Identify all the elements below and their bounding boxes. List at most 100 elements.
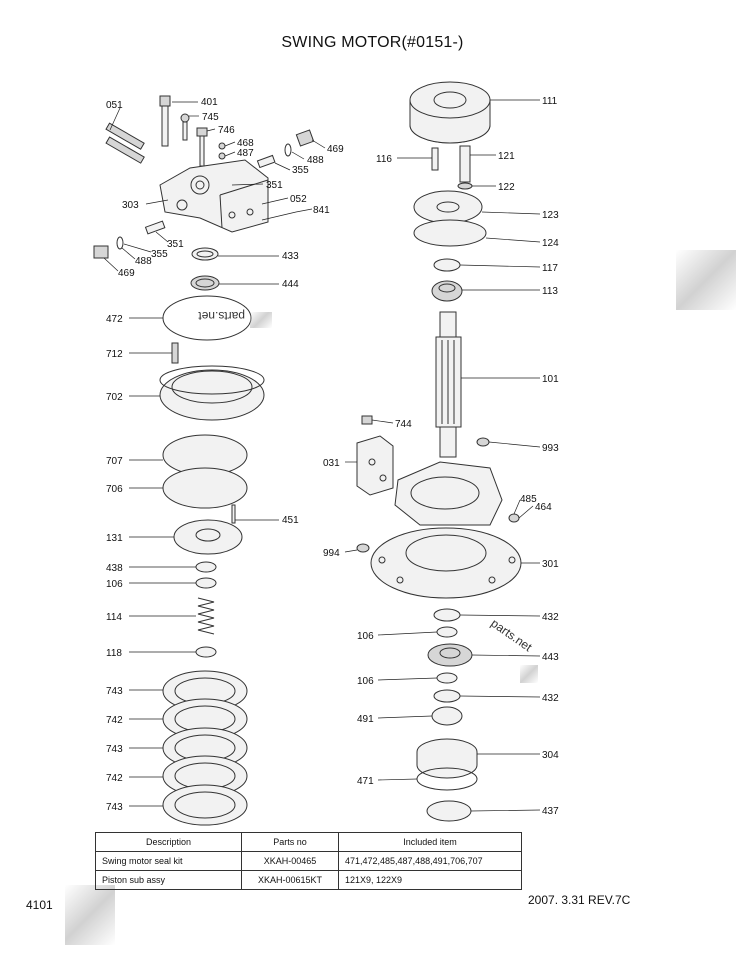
callout-117: 117: [542, 263, 558, 274]
callout-742-a: 742: [106, 715, 123, 726]
callout-707: 707: [106, 456, 123, 467]
valve-body-assembly: [93, 95, 315, 259]
callout-401: 401: [201, 97, 218, 108]
callout-301: 301: [542, 559, 559, 570]
leader-lines: [103, 99, 541, 812]
callout-468: 468: [237, 138, 254, 149]
friction-plates: [162, 670, 248, 826]
callout-993: 993: [542, 443, 559, 454]
callout-433: 433: [282, 251, 299, 262]
drive-shaft-101: [435, 311, 462, 458]
callout-106-c: 106: [357, 676, 374, 687]
watermark-blur-3: [65, 885, 115, 945]
valve-plate-131: [173, 504, 243, 555]
callout-745: 745: [202, 112, 219, 123]
cell-included-item: 121X9, 122X9: [338, 870, 522, 890]
callout-469-bottom: 469: [118, 268, 135, 279]
cell-description: Piston sub assy: [95, 870, 242, 890]
callout-746: 746: [218, 125, 235, 136]
cylinder-block-111: [409, 81, 491, 144]
callout-051: 051: [106, 100, 123, 111]
callout-743-b: 743: [106, 744, 123, 755]
cover-304-and-ring: [416, 738, 478, 822]
callout-355-bottom: 355: [151, 249, 168, 260]
parts-kit-table: Description Parts no Included item Swing…: [95, 832, 522, 890]
plates-123-124: [413, 190, 487, 247]
callout-052: 052: [290, 194, 307, 205]
table-row: Swing motor seal kit XKAH-00465 471,472,…: [95, 851, 522, 871]
callout-841: 841: [313, 205, 330, 216]
callout-031: 031: [323, 458, 340, 469]
watermark-blur-4: [520, 665, 538, 683]
callout-106-a: 106: [106, 579, 123, 590]
valve-block-031: [356, 415, 394, 496]
callout-432-b: 432: [542, 693, 559, 704]
watermark-text-1: parts.net: [198, 309, 245, 323]
callout-712: 712: [106, 349, 123, 360]
callout-351-top: 351: [266, 180, 283, 191]
callout-116: 116: [376, 154, 392, 165]
callout-485: 485: [520, 494, 537, 505]
revision-date: 2007. 3.31 REV.7C: [528, 893, 631, 907]
callout-355-top: 355: [292, 165, 309, 176]
callout-122: 122: [498, 182, 515, 193]
housing-301: [356, 437, 522, 599]
header-included-item: Included item: [338, 832, 522, 852]
callout-118: 118: [106, 648, 122, 659]
brake-piston-and-spring: [159, 342, 265, 509]
callout-438: 438: [106, 563, 123, 574]
callout-743-a: 743: [106, 686, 123, 697]
callout-472: 472: [106, 314, 123, 325]
callout-437: 437: [542, 806, 559, 817]
table-header-row: Description Parts no Included item: [95, 832, 522, 852]
callout-114: 114: [106, 612, 122, 623]
callout-444: 444: [282, 279, 299, 290]
callout-702: 702: [106, 392, 123, 403]
callout-106-b: 106: [357, 631, 374, 642]
callout-432-a: 432: [542, 612, 559, 623]
callout-471: 471: [357, 776, 374, 787]
callout-488-top: 488: [307, 155, 324, 166]
callout-113: 113: [542, 286, 558, 297]
pistons-116-121-122: [431, 145, 473, 190]
spring-stack: [195, 561, 217, 658]
callout-labels: 051 401 745 746 468 487 469 488 355 351 …: [106, 96, 559, 817]
watermark-blur-1: [250, 312, 272, 328]
callout-443: 443: [542, 652, 559, 663]
watermark-text-2: parts.net: [488, 616, 535, 655]
cell-parts-no: XKAH-00465: [241, 851, 339, 871]
callout-706: 706: [106, 484, 123, 495]
page-number: 4101: [26, 898, 53, 912]
cell-description: Swing motor seal kit: [95, 851, 242, 871]
callout-111: 111: [542, 96, 558, 107]
seal-rings-left: [162, 247, 252, 341]
callout-303: 303: [122, 200, 139, 211]
cell-included-item: 471,472,485,487,488,491,706,707: [338, 851, 522, 871]
table-row: Piston sub assy XKAH-00615KT 121X9, 122X…: [95, 870, 522, 890]
callout-131: 131: [106, 533, 123, 544]
cell-parts-no: XKAH-00615KT: [241, 870, 339, 890]
callout-742-b: 742: [106, 773, 123, 784]
callout-451: 451: [282, 515, 299, 526]
callout-488-bottom: 488: [135, 256, 152, 267]
header-description: Description: [95, 832, 242, 852]
watermark-blur-2: [676, 250, 736, 310]
bearing-117-113: [431, 258, 463, 302]
callout-101: 101: [542, 374, 559, 385]
callout-124: 124: [542, 238, 559, 249]
callout-123: 123: [542, 210, 559, 221]
callout-487: 487: [237, 148, 254, 159]
callout-744: 744: [395, 419, 412, 430]
page-title: SWING MOTOR(#0151-): [281, 34, 464, 51]
callout-121: 121: [498, 151, 515, 162]
header-parts-no: Parts no: [241, 832, 339, 852]
callout-351-bottom: 351: [167, 239, 184, 250]
lower-bearing-stack: [427, 608, 473, 726]
callout-469-top: 469: [327, 144, 344, 155]
callout-743-c: 743: [106, 802, 123, 813]
callout-304: 304: [542, 750, 559, 761]
callout-491: 491: [357, 714, 374, 725]
callout-994: 994: [323, 548, 340, 559]
callout-464: 464: [535, 502, 552, 513]
